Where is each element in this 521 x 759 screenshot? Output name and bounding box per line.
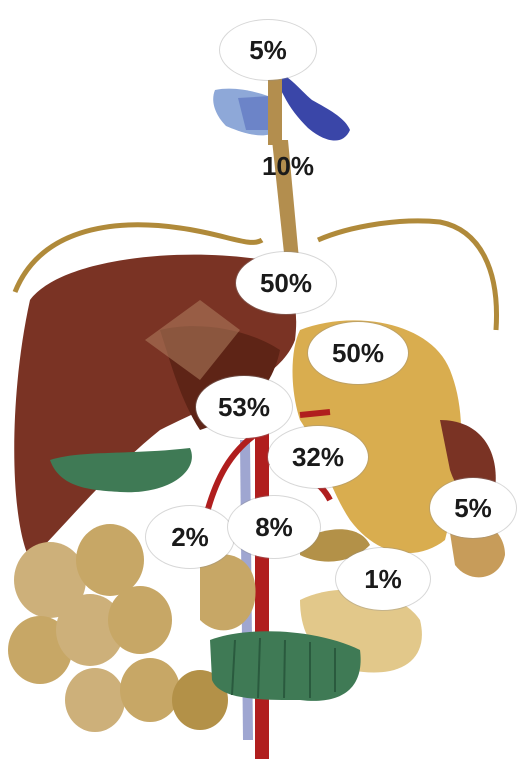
label-gallbladder: 2% <box>146 506 234 568</box>
label-stomach: 50% <box>308 322 408 384</box>
label-pharynx: 5% <box>220 20 316 80</box>
label-spleen-right: 5% <box>430 478 516 538</box>
label-vessels: 32% <box>268 426 368 488</box>
label-pancreas: 8% <box>228 496 320 558</box>
label-intestine: 1% <box>336 548 430 610</box>
label-liver: 53% <box>196 376 292 438</box>
label-diaphragm-junction: 50% <box>236 252 336 314</box>
label-esophagus: 10% <box>248 138 328 194</box>
